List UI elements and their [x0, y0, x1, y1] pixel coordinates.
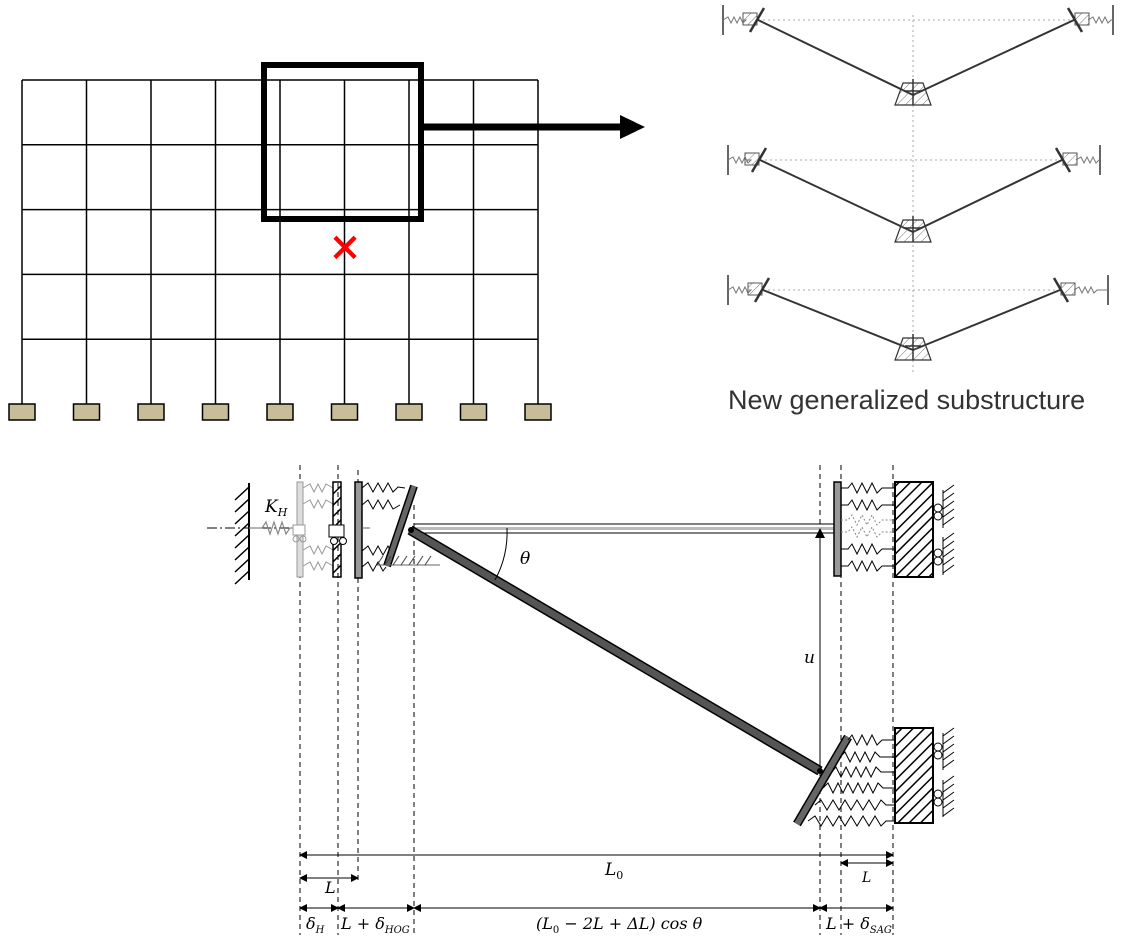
deformed-beam — [407, 525, 823, 776]
displacement-u-dimension — [815, 528, 825, 768]
left-column-stub — [750, 147, 768, 173]
theta-angle-arc — [494, 527, 508, 581]
right-bottom-wall — [894, 727, 934, 824]
left-connection-springs — [361, 481, 406, 573]
kh-spring — [249, 520, 300, 536]
generalized-substructures — [722, 5, 1114, 372]
label-L-deltaHOG: L + δHOG — [340, 914, 410, 936]
label-L-right: L — [861, 870, 871, 886]
substructure-beam-right — [912, 289, 1061, 351]
label-L-deltaSAG: L + δSAG — [825, 914, 892, 936]
label-L-left: L — [324, 878, 336, 897]
original-beam-position — [414, 523, 838, 534]
right-column-stub — [1054, 147, 1072, 173]
initial-state-ghost — [292, 481, 334, 578]
footing — [72, 403, 101, 421]
substructure-caption: New generalized substructure — [728, 385, 1086, 415]
ground-hatch — [376, 555, 440, 566]
footing — [137, 403, 165, 421]
right-column-stub — [1052, 277, 1070, 303]
extraction-arrow — [421, 115, 645, 139]
right-spring — [1073, 285, 1108, 295]
right-top-wall — [894, 481, 934, 578]
substructure-highlight-box — [261, 62, 424, 222]
substructure-model-3 — [727, 275, 1109, 361]
label-L0: L0 — [604, 860, 623, 882]
left-end-plate — [354, 481, 363, 579]
right-bottom-roller-support — [933, 727, 955, 817]
right-spring — [1075, 155, 1100, 165]
right-bottom-springs — [807, 733, 895, 827]
left-column-stub — [748, 7, 766, 33]
footing — [266, 403, 294, 421]
footing — [8, 403, 36, 421]
right-top-springs — [841, 481, 895, 573]
removed-column-marker: × — [328, 223, 362, 270]
label-u: u — [804, 648, 815, 668]
substructure-beam-left — [759, 159, 914, 233]
substructure-beam-right — [912, 19, 1075, 96]
right-top-plate — [833, 481, 842, 577]
mechanism-diagram: KH θ u L0 L L δH L + δHOG (L0 − 2L + ΔL)… — [207, 465, 955, 936]
footing — [330, 403, 359, 421]
label-KH: KH — [264, 497, 288, 519]
substructure-beam-right — [912, 159, 1063, 233]
substructure-model-2 — [727, 145, 1101, 243]
substructure-beam-left — [757, 19, 914, 96]
footing — [201, 403, 230, 421]
label-mid-expression: (L0 − 2L + ΔL) cos θ — [536, 914, 703, 936]
right-top-roller-support — [933, 484, 955, 575]
reference-lines — [299, 465, 894, 935]
left-column-stub — [753, 277, 771, 303]
left-fixed-wall — [234, 483, 250, 585]
right-spring — [1087, 15, 1113, 25]
footing — [524, 403, 552, 421]
left-roller — [328, 524, 347, 545]
label-deltaH: δH — [306, 914, 325, 936]
substructure-beam-left — [762, 289, 914, 351]
building-frame — [8, 79, 552, 421]
footing — [395, 403, 423, 421]
footing — [459, 403, 488, 421]
substructure-model-1 — [722, 5, 1114, 106]
dimension-lines — [299, 851, 894, 912]
right-column-stub — [1066, 7, 1084, 33]
label-theta: θ — [520, 549, 530, 569]
